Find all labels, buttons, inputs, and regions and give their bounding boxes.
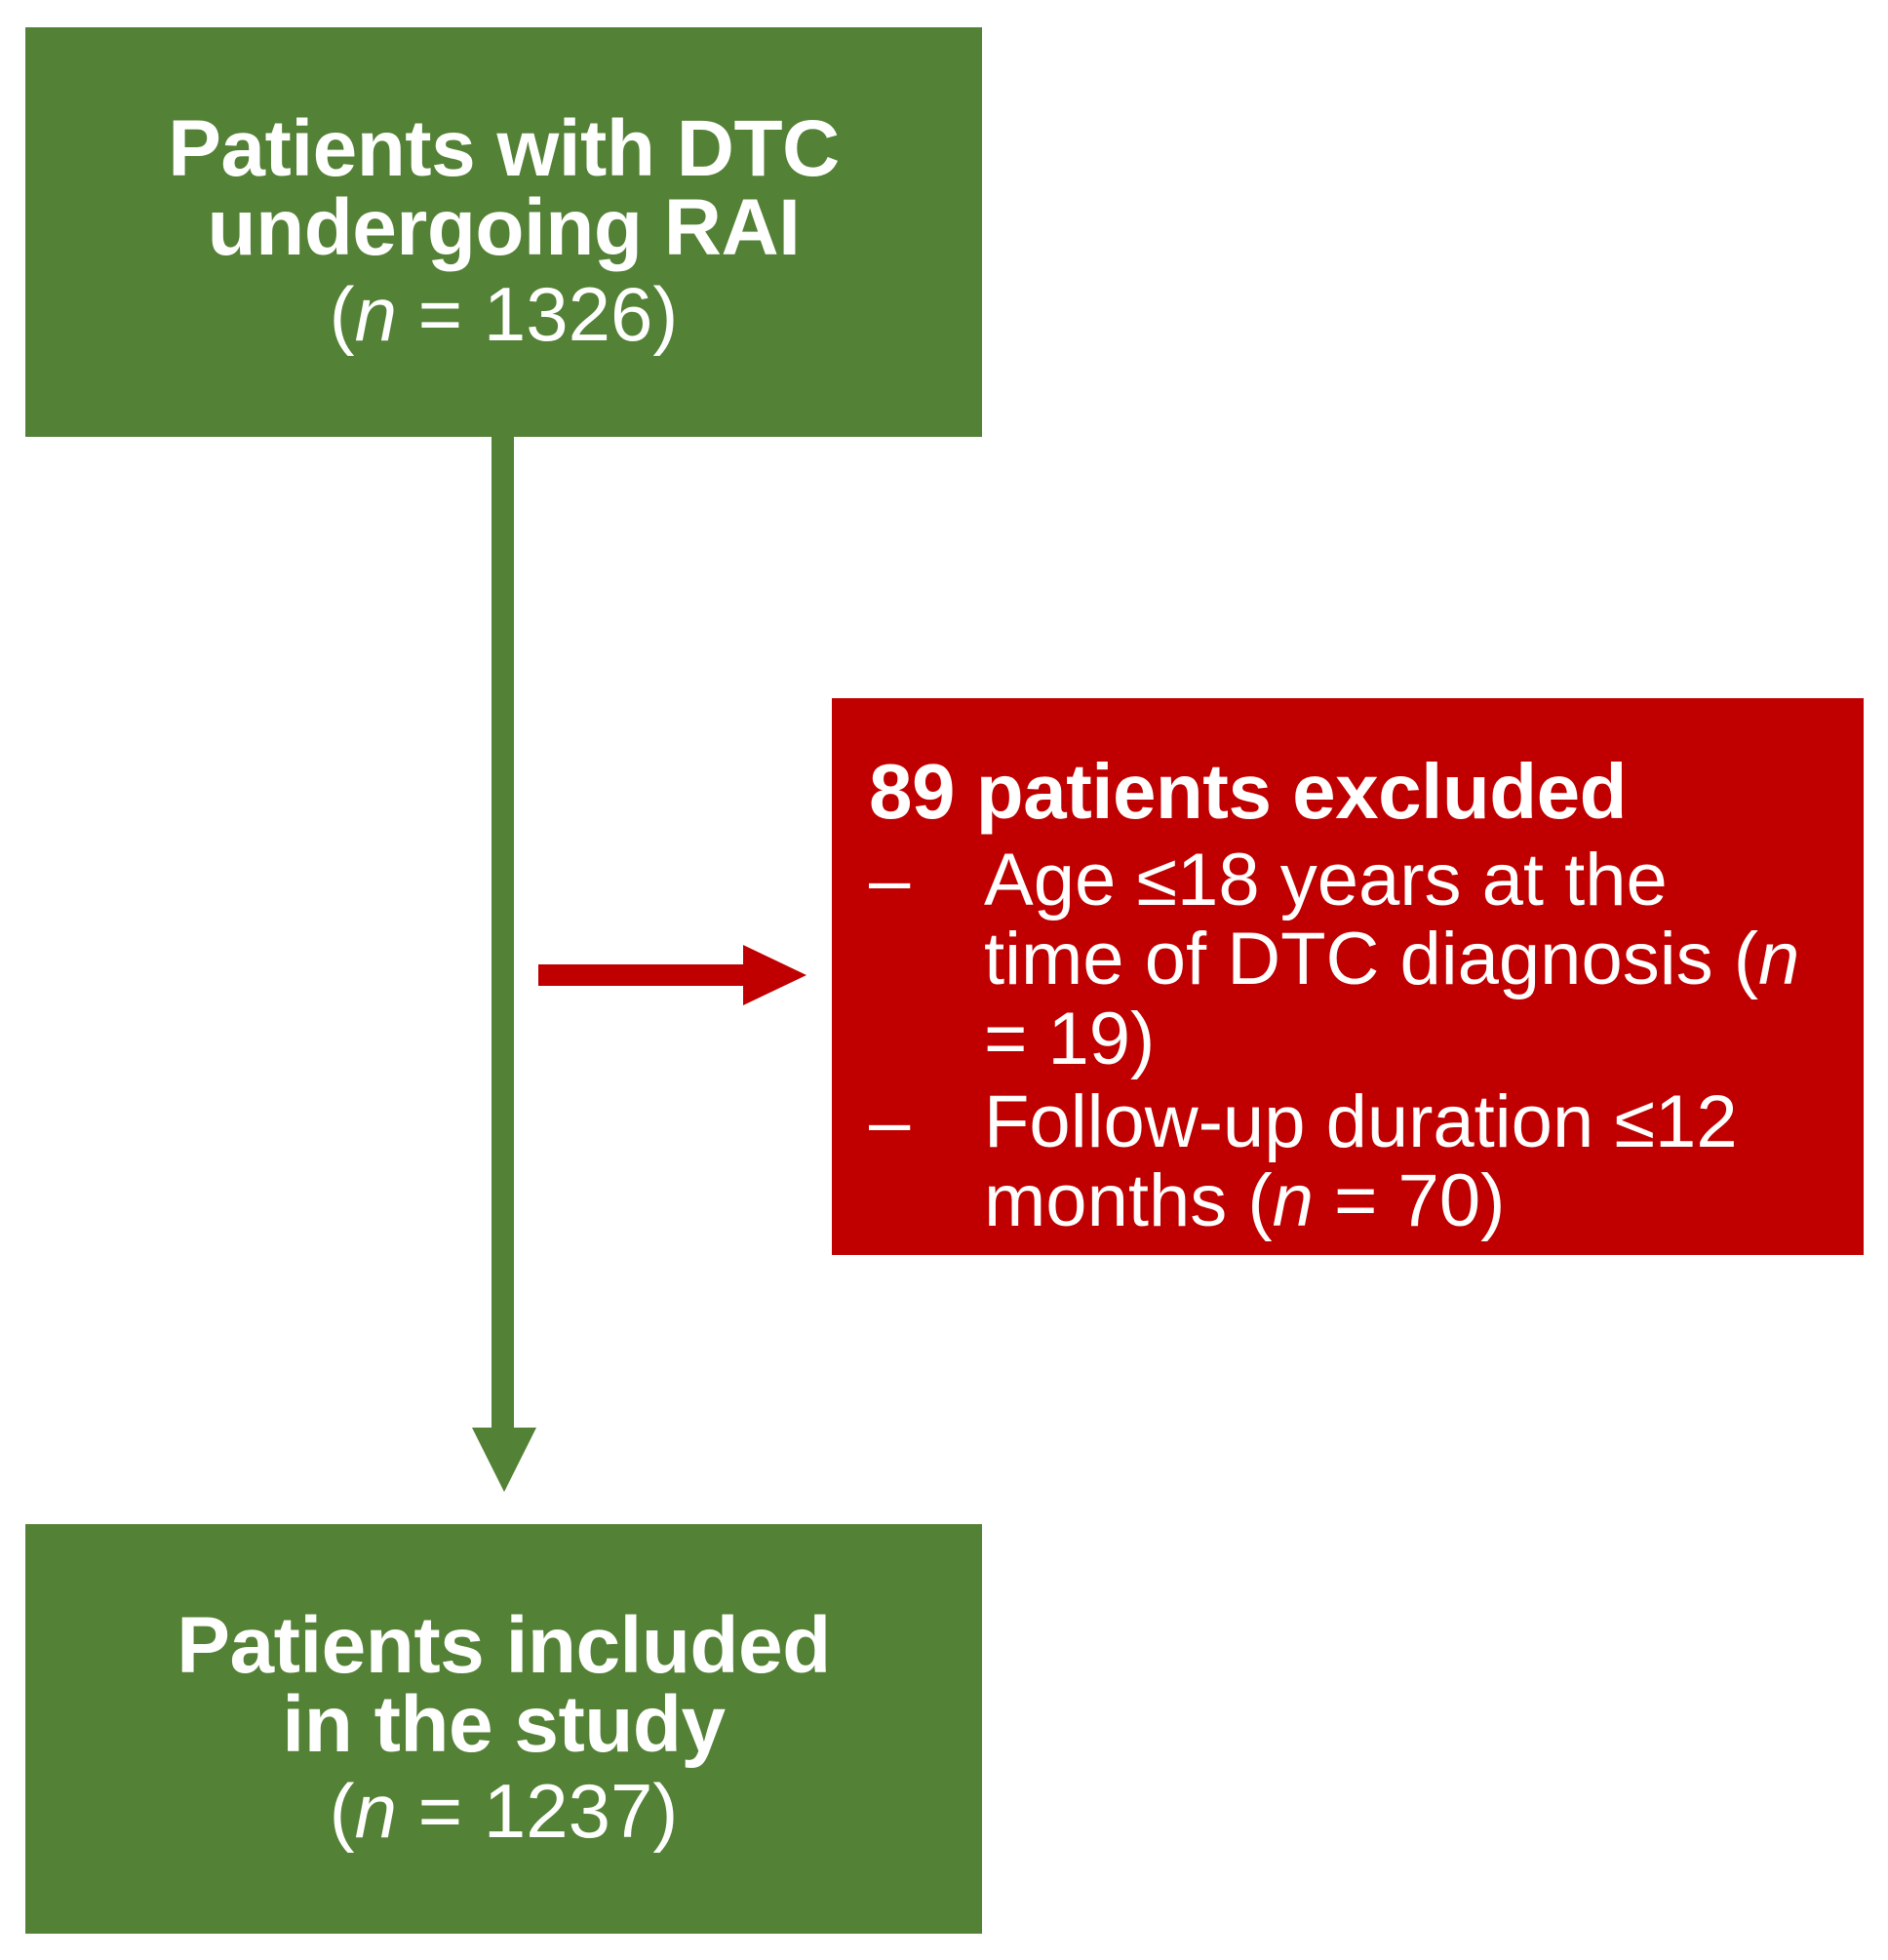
excluded-reason-item: – Follow-up duration ≤12 months (n = 70) bbox=[869, 1082, 1844, 1241]
source-cohort-count-paren-close: ) bbox=[652, 271, 679, 358]
included-cohort-count-paren-open: ( bbox=[329, 1768, 355, 1855]
included-cohort-count-symbol: n bbox=[354, 1768, 397, 1855]
main-flow-arrow-shaft bbox=[492, 437, 514, 1430]
node-included-cohort: Patients included in the study (n = 1237… bbox=[25, 1524, 982, 1934]
source-cohort-title: Patients with DTC undergoing RAI bbox=[168, 103, 840, 272]
exclusion-arrow-head-icon bbox=[743, 945, 806, 1005]
source-cohort-count: (n = 1326) bbox=[330, 273, 679, 355]
included-cohort-title-line2: in the study bbox=[282, 1679, 726, 1769]
included-cohort-count: (n = 1237) bbox=[330, 1770, 679, 1852]
bullet-dash-icon: – bbox=[869, 1079, 911, 1163]
source-cohort-count-symbol: n bbox=[354, 271, 397, 358]
source-cohort-count-value: 1326 bbox=[483, 271, 653, 358]
excluded-reason-list: – Age ≤18 years at the time of DTC diagn… bbox=[869, 841, 1844, 1241]
included-cohort-count-paren-close: ) bbox=[652, 1768, 679, 1855]
source-cohort-title-line2: undergoing RAI bbox=[207, 182, 801, 272]
included-cohort-count-equals: = bbox=[396, 1768, 484, 1855]
node-excluded: 89 patients excluded – Age ≤18 years at … bbox=[832, 698, 1864, 1255]
exclusion-arrow-shaft bbox=[538, 964, 745, 986]
included-cohort-count-value: 1237 bbox=[483, 1768, 653, 1855]
main-flow-arrow-head-icon bbox=[472, 1428, 536, 1492]
source-cohort-title-line1: Patients with DTC bbox=[168, 103, 840, 193]
bullet-dash-icon: – bbox=[869, 839, 911, 921]
included-cohort-title: Patients included in the study bbox=[177, 1600, 831, 1769]
included-cohort-title-line1: Patients included bbox=[177, 1600, 831, 1690]
node-source-cohort: Patients with DTC undergoing RAI (n = 13… bbox=[25, 27, 982, 437]
excluded-reason-text: Age ≤18 years at the time of DTC diagnos… bbox=[984, 839, 1800, 1080]
excluded-reason-item: – Age ≤18 years at the time of DTC diagn… bbox=[869, 841, 1844, 1078]
source-cohort-count-paren-open: ( bbox=[329, 271, 355, 358]
excluded-heading: 89 patients excluded bbox=[869, 748, 1627, 835]
source-cohort-count-equals: = bbox=[396, 271, 484, 358]
excluded-reason-text: Follow-up duration ≤12 months (n = 70) bbox=[984, 1079, 1738, 1243]
